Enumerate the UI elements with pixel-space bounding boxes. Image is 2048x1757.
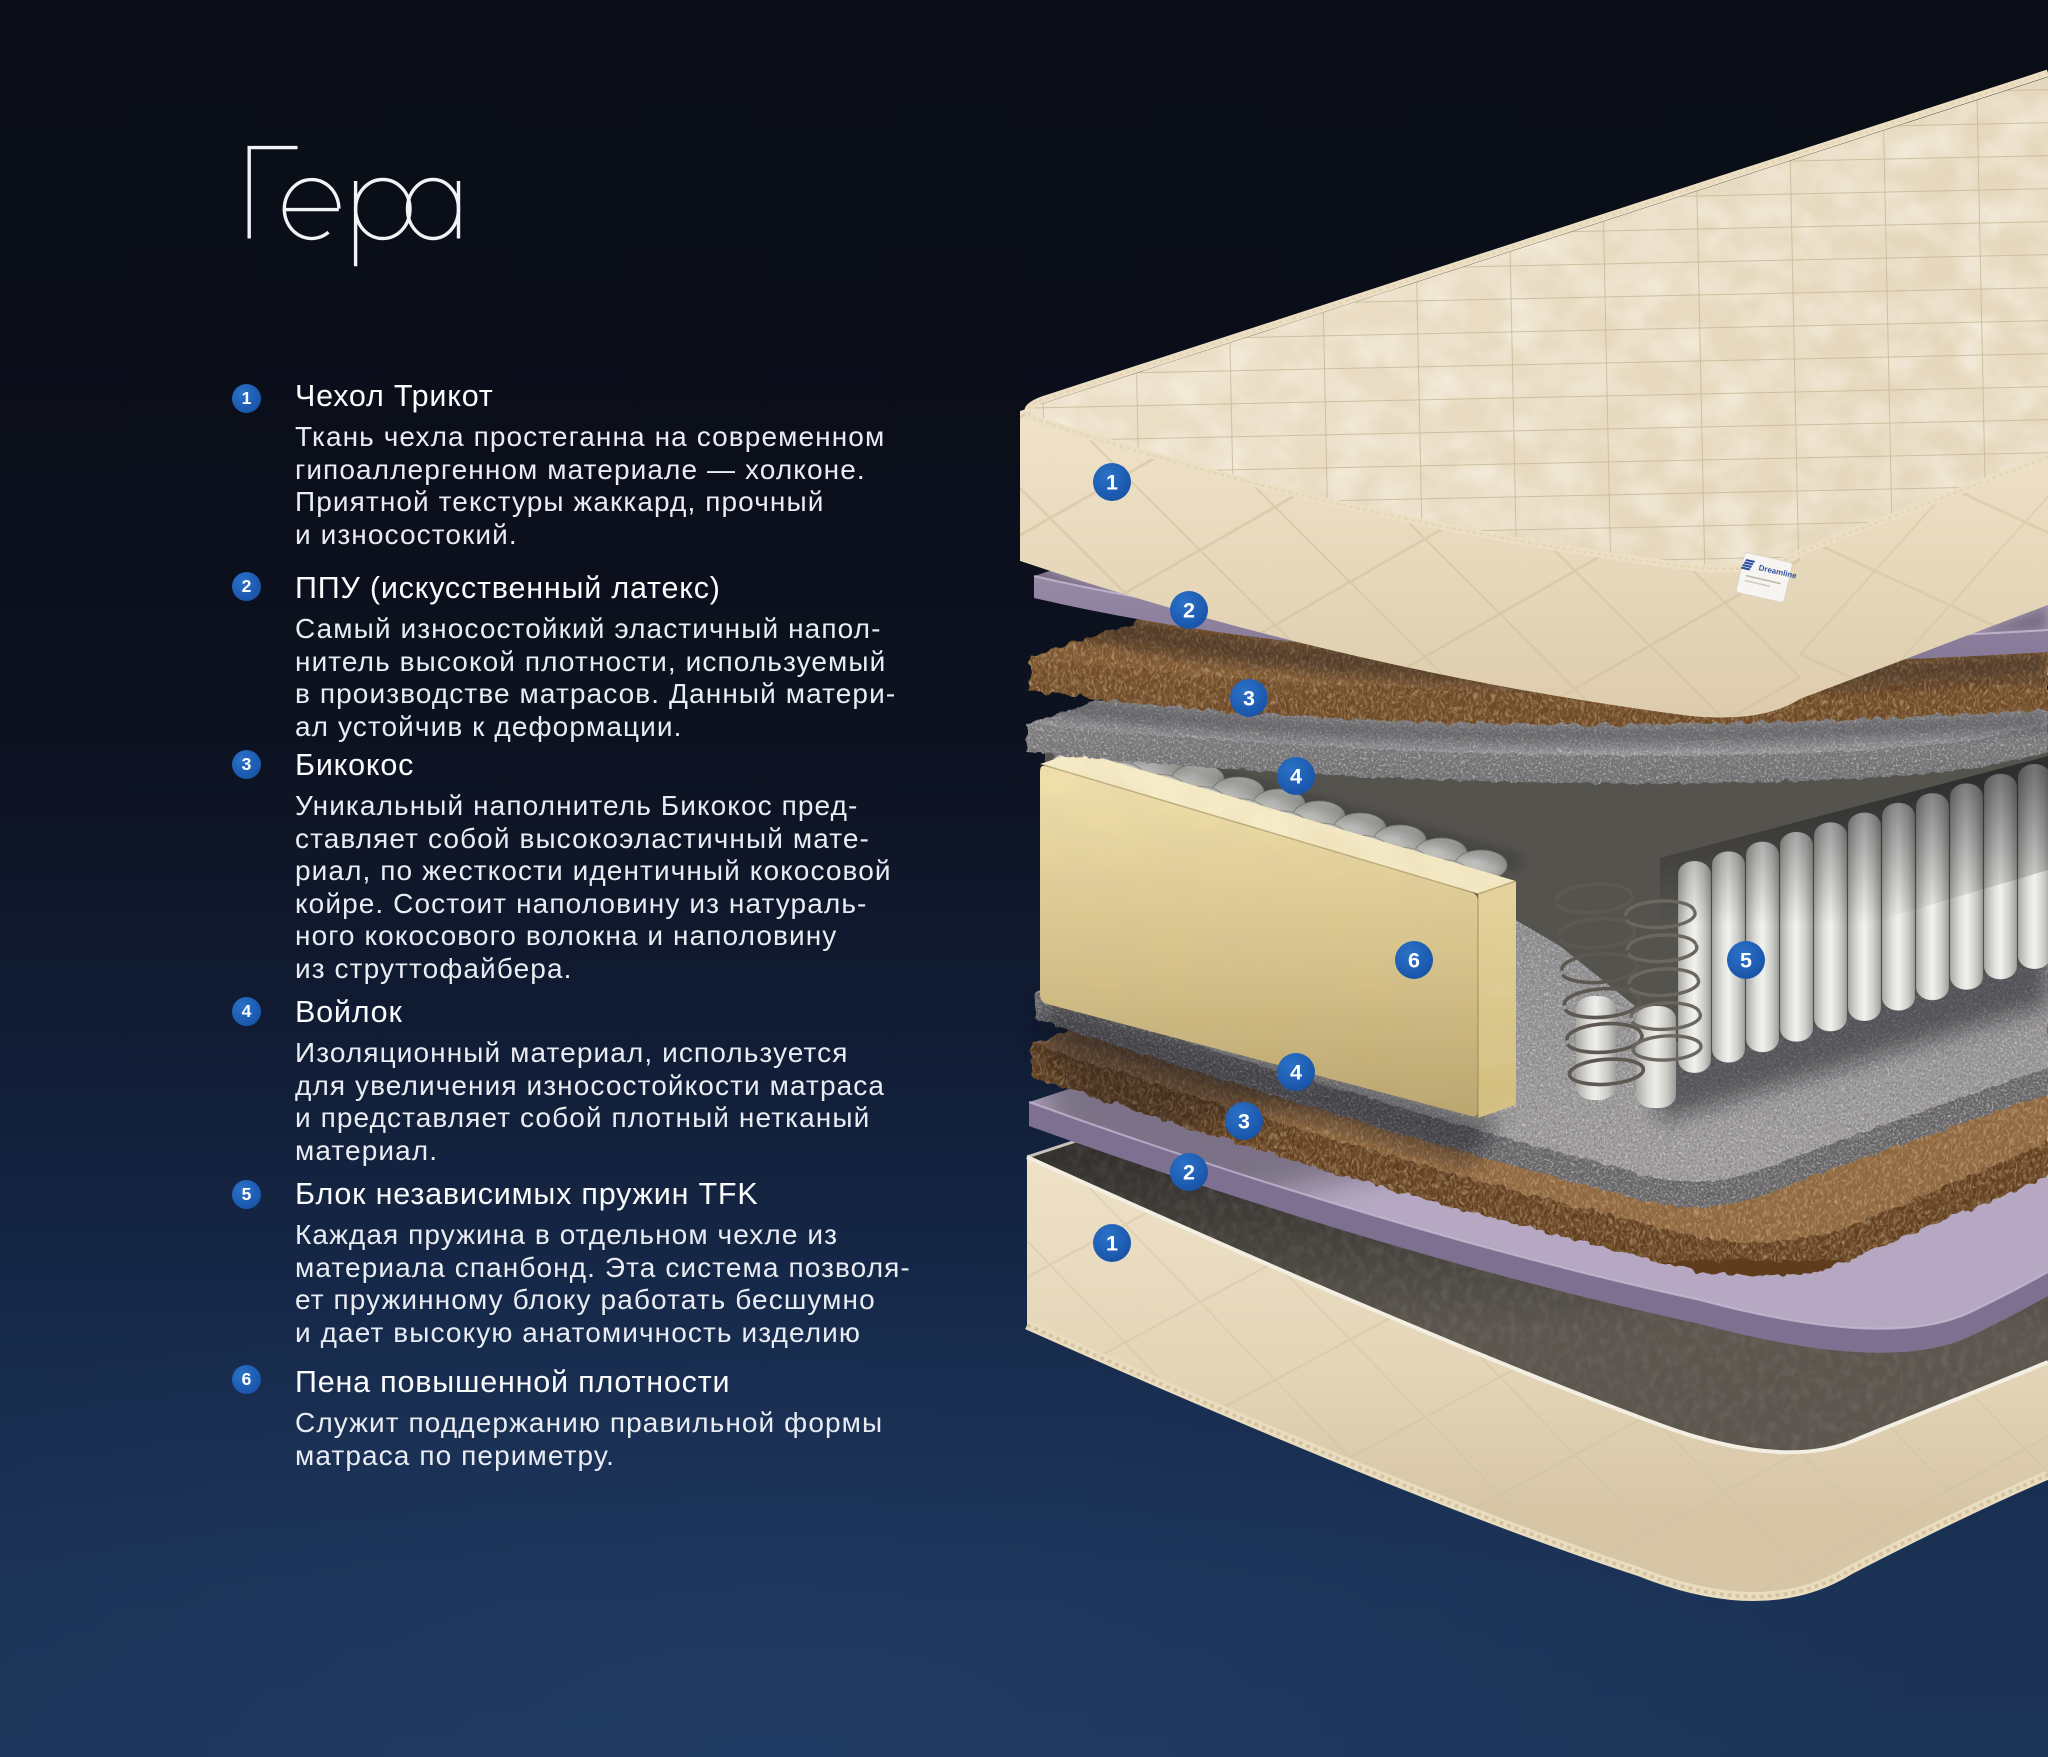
page-title-art <box>247 145 461 267</box>
marker-number: 5 <box>1740 949 1752 973</box>
tag-text-line-2 <box>1744 579 1771 588</box>
marker-number: 1 <box>1106 471 1118 495</box>
marker-2-top: 2 <box>1170 591 1208 629</box>
feature-badge-2: 2 <box>232 572 261 601</box>
marker-circle <box>1230 679 1268 717</box>
marker-number: 2 <box>1183 599 1195 623</box>
dreamline-tag: Dreamline <box>1735 552 1798 603</box>
marker-5: 5 <box>1727 941 1765 979</box>
marker-number: 6 <box>1408 949 1420 973</box>
marker-4-top: 4 <box>1277 757 1315 795</box>
layer-foam-box <box>1039 751 1517 1118</box>
feature-badge-5: 5 <box>232 1180 261 1209</box>
feature-body-5: Каждая пружина в отдельном чехле из мате… <box>295 1219 911 1348</box>
marker-6: 6 <box>1395 941 1433 979</box>
feature-badge-4: 4 <box>232 997 261 1026</box>
marker-3-top: 3 <box>1230 679 1268 717</box>
marker-4-bottom: 4 <box>1277 1053 1315 1091</box>
marker-circle <box>1170 1153 1208 1191</box>
marker-1-bottom: 1 <box>1093 1224 1131 1262</box>
marker-circle <box>1170 591 1208 629</box>
marker-number: 4 <box>1290 1061 1302 1085</box>
feature-badge-3: 3 <box>232 750 261 779</box>
mattress-illustration: Dreamline 1 2 3 4 6 5 4 3 2 1 <box>1020 69 2048 1601</box>
layer-top-cover: Dreamline <box>1020 69 2048 718</box>
bare-coil-springs <box>1555 882 1703 1108</box>
feature-body-6: Служит поддержанию правильной формы матр… <box>295 1407 884 1471</box>
feature-body-2: Самый износостойкий эластичный напол- ни… <box>295 613 897 742</box>
marker-number: 2 <box>1183 1161 1195 1185</box>
feature-body-4: Изоляционный материал, используется для … <box>295 1037 886 1166</box>
marker-2-bottom: 2 <box>1170 1153 1208 1191</box>
marker-circle <box>1395 941 1433 979</box>
marker-circle <box>1277 757 1315 795</box>
tag-card <box>1735 552 1793 603</box>
feature-heading-5: Блок независимых пружин TFK <box>295 1177 759 1211</box>
marker-3-bottom: 3 <box>1225 1102 1263 1140</box>
feature-heading-4: Войлок <box>295 995 403 1029</box>
marker-circle <box>1277 1053 1315 1091</box>
feature-heading-2: ППУ (искусственный латекс) <box>295 571 721 605</box>
title-letter-g <box>247 145 298 239</box>
title-letter-r-bowl <box>353 177 412 241</box>
feature-heading-1: Чехол Трикот <box>295 379 494 413</box>
tag-text-line <box>1745 574 1781 585</box>
title-strokes <box>247 145 461 267</box>
layer-markers: 1 2 3 4 6 5 4 3 2 1 <box>1093 463 1765 1262</box>
marker-1-top: 1 <box>1093 463 1131 501</box>
marker-circle <box>1093 1224 1131 1262</box>
tag-logo-icon <box>1740 558 1756 571</box>
feature-body-1: Ткань чехла простеганна на современном г… <box>295 421 886 550</box>
marker-circle <box>1093 463 1131 501</box>
feature-badge-6: 6 <box>232 1365 261 1394</box>
title-letter-a-bowl <box>405 177 461 241</box>
title-letter-e <box>282 177 341 241</box>
feature-badge-1: 1 <box>232 384 261 413</box>
marker-number: 3 <box>1238 1110 1250 1134</box>
marker-circle <box>1727 941 1765 979</box>
marker-number: 4 <box>1290 765 1302 789</box>
marker-number: 3 <box>1243 687 1255 711</box>
feature-body-3: Уникальный наполнитель Бикокос пред- ста… <box>295 790 892 984</box>
marker-number: 1 <box>1106 1232 1118 1256</box>
feature-heading-3: Бикокос <box>295 748 415 782</box>
marker-circle <box>1225 1102 1263 1140</box>
feature-heading-6: Пена повышенной плотности <box>295 1365 731 1399</box>
